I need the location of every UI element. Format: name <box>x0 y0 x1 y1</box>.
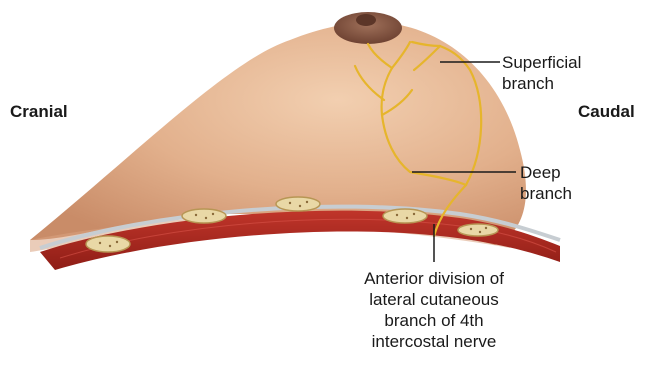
caudal-label: Caudal <box>578 101 635 122</box>
deep-branch-label: Deep branch <box>520 162 572 204</box>
anterior-division-line3: branch of 4th <box>334 310 534 331</box>
superficial-branch-line1: Superficial <box>502 52 581 73</box>
deep-branch-line1: Deep <box>520 162 572 183</box>
superficial-branch-line2: branch <box>502 73 581 94</box>
cranial-label: Cranial <box>10 101 68 122</box>
deep-branch-line2: branch <box>520 183 572 204</box>
superficial-branch-label: Superficial branch <box>502 52 581 94</box>
anterior-division-line2: lateral cutaneous <box>334 289 534 310</box>
anterior-division-label: Anterior division of lateral cutaneous b… <box>334 268 534 352</box>
nipple <box>356 14 376 26</box>
anterior-division-line1: Anterior division of <box>334 268 534 289</box>
anterior-division-line4: intercostal nerve <box>334 331 534 352</box>
